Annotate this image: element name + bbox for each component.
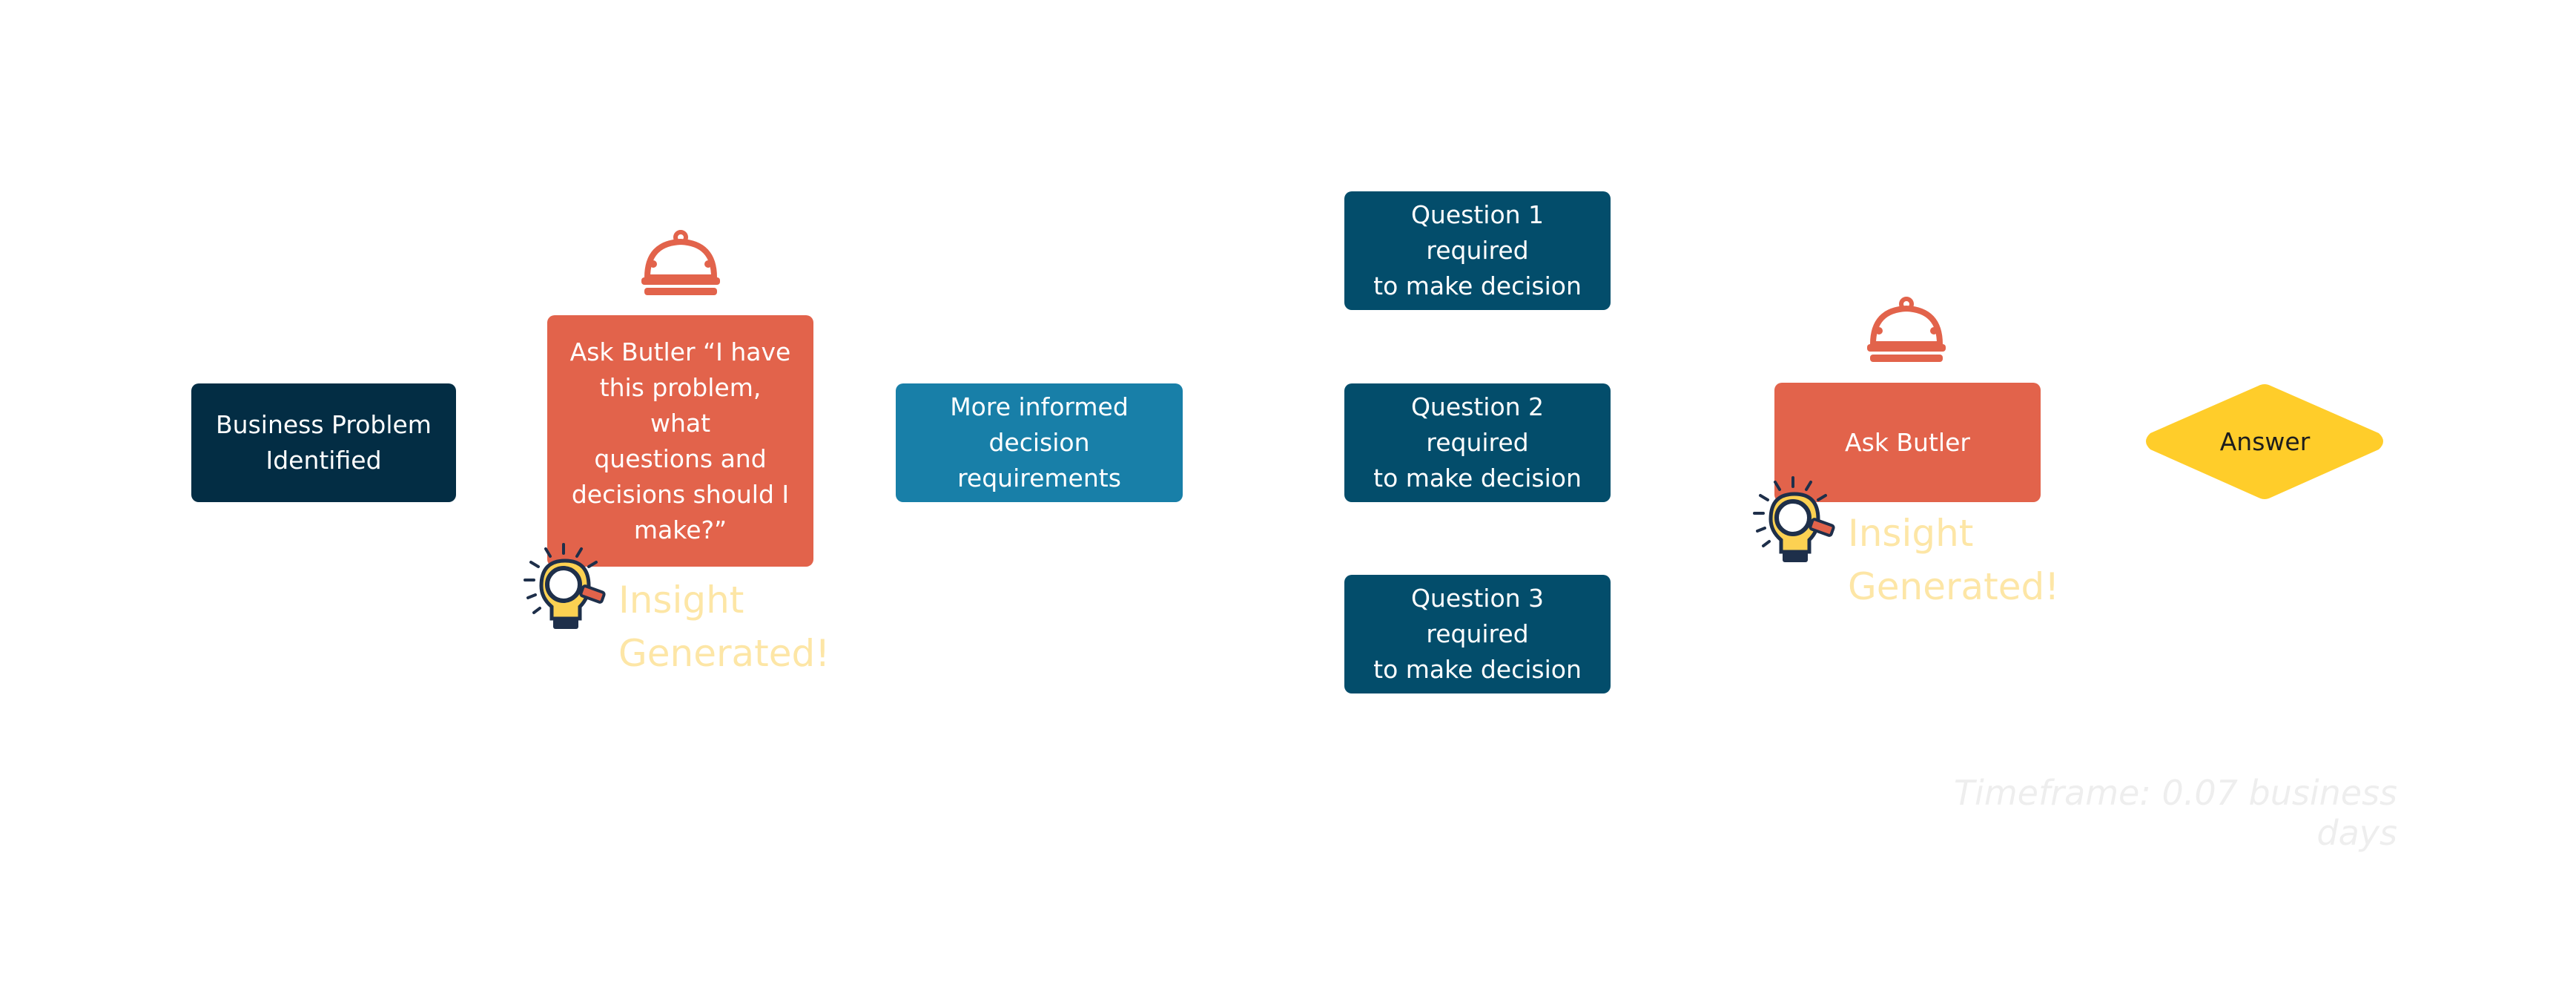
business-problem-line-1: Business Problem	[216, 410, 432, 439]
insight-generated-label: Insight Generated!	[618, 573, 830, 680]
question-2-line-2: to make decision	[1373, 464, 1582, 492]
question-2-node: Question 2 required to make decision	[1344, 383, 1611, 502]
ask-butler-label: Ask Butler	[1845, 427, 1970, 457]
ask-butler-line-1: Ask Butler “I have	[569, 337, 791, 366]
more-informed-line-1: More informed	[950, 392, 1129, 421]
question-3-node: Question 3 required to make decision	[1344, 575, 1611, 693]
question-3-line-2: to make decision	[1373, 655, 1582, 684]
more-informed-line-2: decision requirements	[957, 428, 1121, 492]
question-2-line-1: Question 2 required	[1410, 392, 1545, 457]
question-3-line-1: Question 3 required	[1410, 584, 1545, 648]
insight-line-1: Insight	[618, 579, 744, 622]
business-problem-line-2: Identified	[265, 446, 382, 475]
ask-butler-line-3: questions and	[594, 444, 767, 473]
more-informed-requirements-node: More informed decision requirements	[896, 383, 1183, 502]
ask-butler-question-node: Ask Butler “I have this problem, what qu…	[547, 315, 813, 567]
lightbulb-magnifier-icon	[1753, 476, 1835, 562]
question-1-line-2: to make decision	[1373, 271, 1582, 300]
answer-diamond-shape	[2146, 384, 2383, 499]
timeframe-label: Timeframe: 0.07 business days	[1953, 773, 2397, 853]
answer-label: Answer	[2219, 427, 2311, 456]
ask-butler-line-2: this problem, what	[599, 372, 762, 438]
insight-line-2: Generated!	[1848, 565, 2060, 608]
ask-butler-line-5: make?”	[633, 515, 727, 544]
business-problem-node: Business Problem Identified	[191, 383, 456, 502]
question-1-line-1: Question 1 required	[1410, 200, 1545, 265]
cloche-icon	[1867, 297, 1946, 362]
lightbulb-magnifier-icon	[524, 543, 606, 629]
answer-node: Answer	[2133, 381, 2397, 502]
ask-butler-node: Ask Butler	[1774, 383, 2041, 502]
ask-butler-line-4: decisions should I	[571, 479, 790, 509]
insight-line-1: Insight	[1848, 512, 1974, 555]
question-1-node: Question 1 required to make decision	[1344, 191, 1611, 310]
insight-generated-label: Insight Generated!	[1848, 507, 2059, 613]
insight-line-2: Generated!	[618, 632, 830, 675]
cloche-icon	[641, 230, 720, 295]
